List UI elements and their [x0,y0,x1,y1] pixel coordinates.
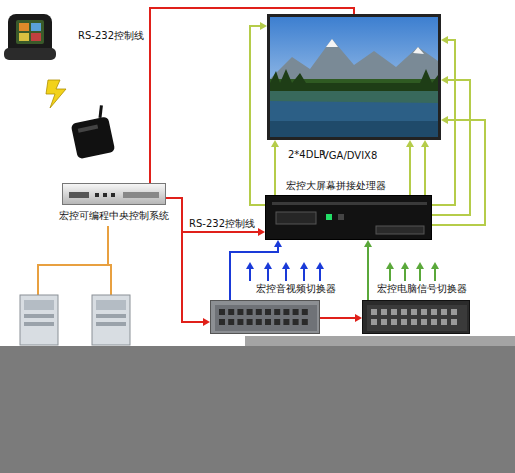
power-unit [20,295,130,345]
device-label: 2*4DLP [288,149,325,161]
central-control-unit: 宏控可编程中央控制系统 [62,183,166,205]
arrowhead [441,36,448,44]
power-wire [38,226,111,295]
device-label: 宏控音视频切换器 [256,283,336,295]
video-wall-screen: 2*4DLP [267,14,441,140]
grey-mask [0,346,515,473]
connector-label: RS-232控制线 [77,30,145,42]
signal-label: VGA/DVIX8 [322,150,377,162]
connector-line [166,198,259,232]
control-graphic [63,184,165,204]
processor-graphic [266,196,431,239]
screen-graphic [270,17,438,137]
av-matrix-switcher: 宏控音视频切换器 [210,300,320,334]
device-label: 宏控可编程中央控制系统 [59,210,169,222]
signal-connector [320,314,362,322]
arrowhead [203,318,210,326]
connector-line [320,317,356,319]
arrowhead [274,240,282,247]
splicing-processor: 宏控大屏幕拼接处理器 [265,195,432,240]
arrowhead [258,228,265,236]
device-label: 宏控大屏幕拼接处理器 [286,180,386,192]
touch-panel [4,14,56,60]
wireless-transceiver [68,104,115,159]
cs-graphic [363,301,469,333]
arrowhead [355,314,362,322]
connector-line [367,246,369,300]
device-label: 宏控电脑信号切换器 [377,283,467,295]
signal-connector [166,198,265,236]
av-signal-arrow [246,262,324,281]
vga-matrix-switcher: 宏控电脑信号切换器 [362,300,470,334]
pc-signal-arrow [386,262,439,281]
connector-line [166,198,204,322]
connector-label: RS-232控制线 [188,218,256,230]
av-graphic [211,301,319,333]
wireless-bolt [46,80,66,108]
signal-connector [364,240,372,300]
arrowhead [364,240,372,247]
